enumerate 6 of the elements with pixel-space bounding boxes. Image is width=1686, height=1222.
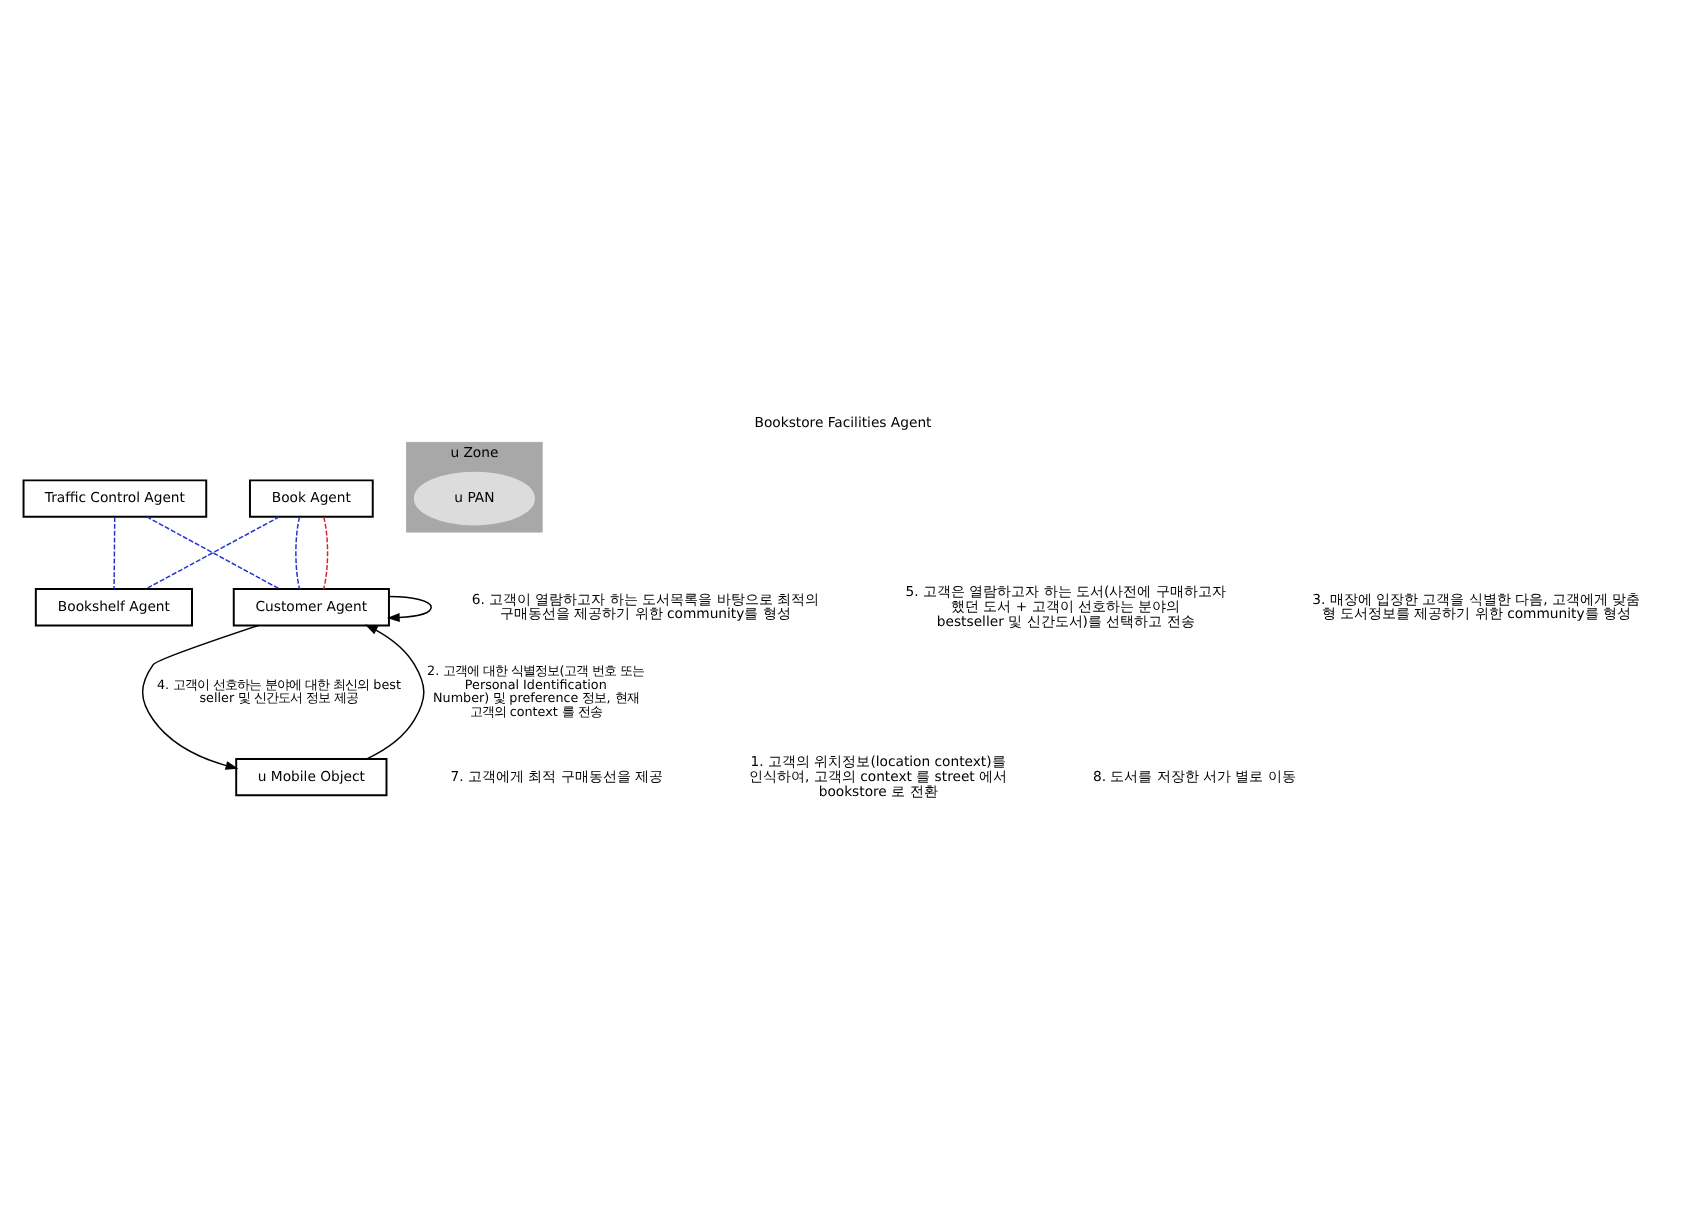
arrow: [386, 595, 432, 623]
connector: [295, 516, 301, 590]
arrow: [141, 624, 260, 770]
arrow: [364, 624, 425, 760]
connector: [322, 516, 329, 590]
connector: [113, 516, 116, 590]
